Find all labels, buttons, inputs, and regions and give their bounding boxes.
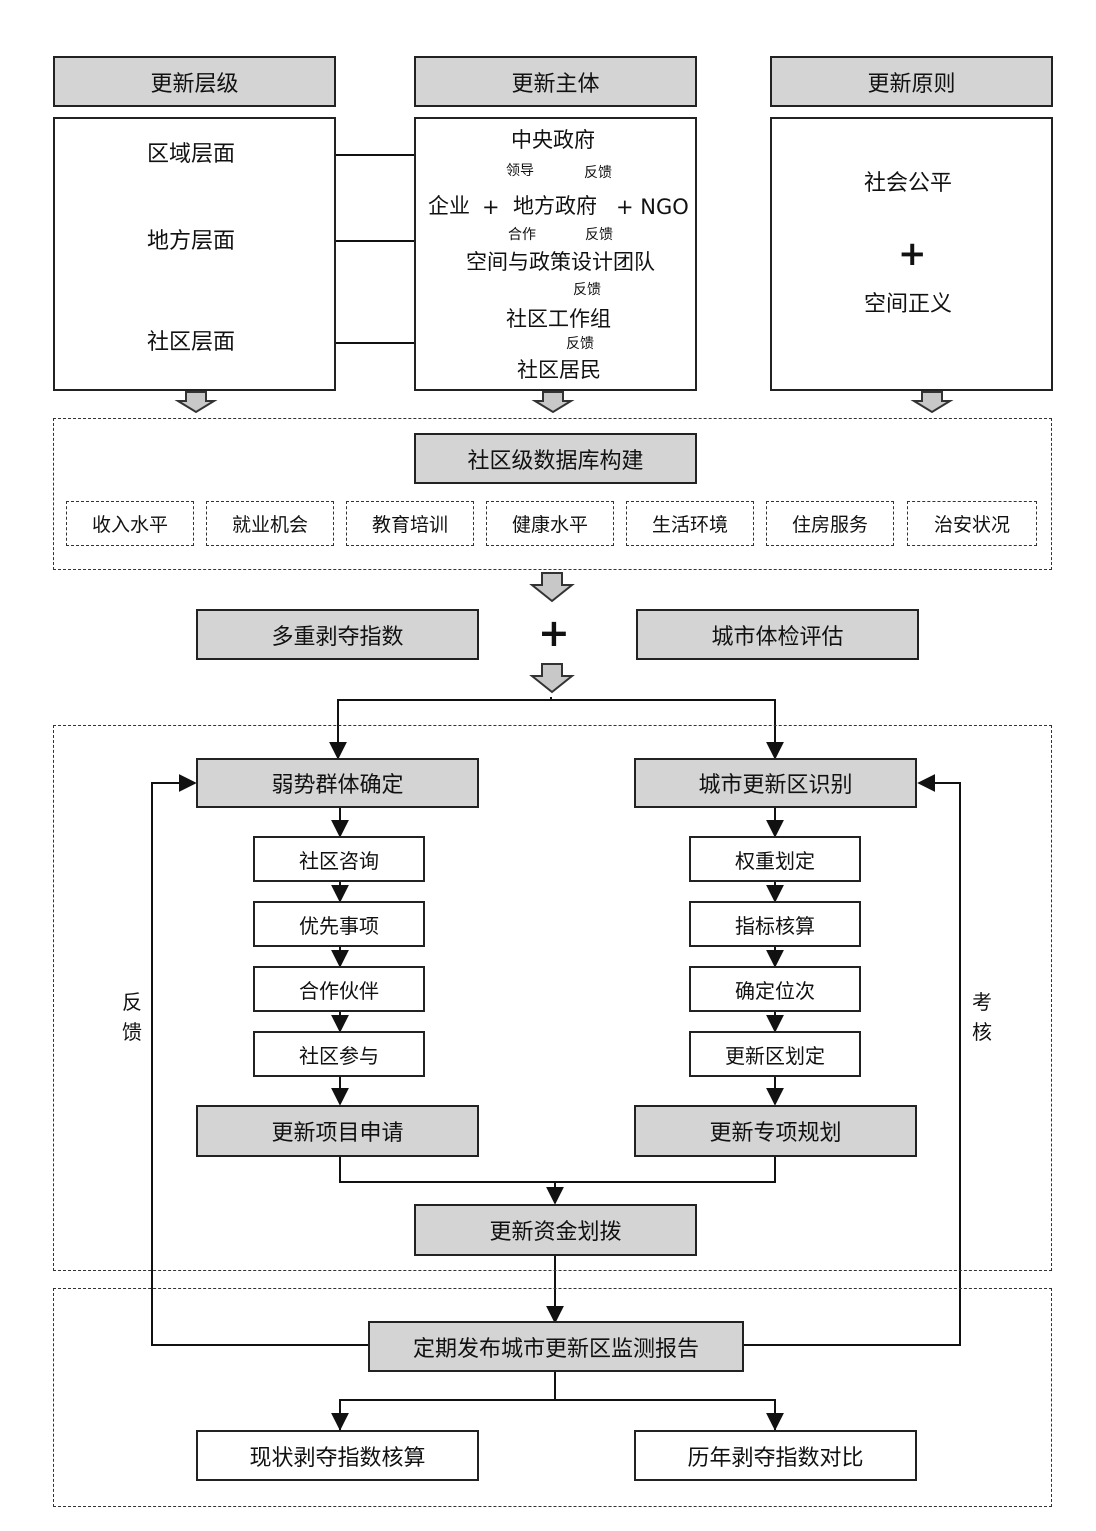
feedback-loop-label: 反 馈 bbox=[120, 987, 144, 1047]
level-community: 社区层面 bbox=[147, 330, 236, 355]
feedback-char-2: 馈 bbox=[122, 1020, 142, 1044]
assess-char-2: 核 bbox=[972, 1020, 992, 1044]
monitoring-section bbox=[53, 1288, 1052, 1507]
assess-loop-label: 考 核 bbox=[970, 987, 994, 1047]
central-government: 中央政府 bbox=[511, 128, 595, 152]
levels-panel bbox=[53, 117, 336, 391]
funding-allocation: 更新资金划拨 bbox=[414, 1204, 697, 1256]
db-item-health: 健康水平 bbox=[486, 501, 614, 546]
spatial-justice: 空间正义 bbox=[864, 292, 953, 317]
right-step-ranking: 确定位次 bbox=[689, 966, 861, 1012]
right-step-weights: 权重划定 bbox=[689, 836, 861, 882]
principles-plus: + bbox=[898, 234, 927, 274]
principles-header: 更新原则 bbox=[770, 56, 1053, 107]
indices-plus: + bbox=[538, 611, 570, 655]
city-checkup: 城市体检评估 bbox=[636, 609, 919, 660]
db-item-security: 治安状况 bbox=[907, 501, 1037, 546]
left-step-priorities: 优先事项 bbox=[253, 901, 425, 947]
deprivation-index: 多重剥夺指数 bbox=[196, 609, 479, 660]
subjects-header: 更新主体 bbox=[414, 56, 697, 107]
historic-deprivation-compare: 历年剥夺指数对比 bbox=[634, 1430, 917, 1481]
enterprise: 企业 bbox=[428, 194, 470, 218]
social-fairness: 社会公平 bbox=[864, 171, 953, 196]
community-work-group: 社区工作组 bbox=[506, 307, 611, 331]
db-item-education: 教育培训 bbox=[346, 501, 474, 546]
db-item-income: 收入水平 bbox=[66, 501, 194, 546]
db-item-housing: 住房服务 bbox=[766, 501, 894, 546]
feedback-char-1: 反 bbox=[122, 990, 142, 1014]
principles-panel bbox=[770, 117, 1053, 391]
database-title: 社区级数据库构建 bbox=[414, 433, 697, 484]
renewal-area-identification: 城市更新区识别 bbox=[634, 758, 917, 808]
left-step-consult: 社区咨询 bbox=[253, 836, 425, 882]
feedback-label-3: 反馈 bbox=[573, 282, 601, 298]
feedback-label-1: 反馈 bbox=[584, 165, 612, 181]
design-team: 空间与政策设计团队 bbox=[466, 250, 655, 274]
ngo: + NGO bbox=[616, 195, 689, 219]
local-government: 地方政府 bbox=[513, 194, 597, 218]
right-step-delineation: 更新区划定 bbox=[689, 1031, 861, 1077]
left-step-partners: 合作伙伴 bbox=[253, 966, 425, 1012]
current-deprivation-calc: 现状剥夺指数核算 bbox=[196, 1430, 479, 1481]
feedback-label-2: 反馈 bbox=[585, 227, 613, 243]
project-application: 更新项目申请 bbox=[196, 1105, 479, 1157]
db-item-employment: 就业机会 bbox=[206, 501, 334, 546]
db-item-living: 生活环境 bbox=[626, 501, 754, 546]
assess-char-1: 考 bbox=[972, 990, 992, 1014]
level-regional: 区域层面 bbox=[147, 142, 236, 167]
special-planning: 更新专项规划 bbox=[634, 1105, 917, 1157]
disadvantaged-groups: 弱势群体确定 bbox=[196, 758, 479, 808]
plus-enterprise: + bbox=[482, 195, 500, 219]
process-section bbox=[53, 725, 1052, 1271]
database-section bbox=[53, 418, 1052, 570]
level-local: 地方层面 bbox=[147, 229, 236, 254]
feedback-label-4: 反馈 bbox=[566, 336, 594, 352]
cooperate-label: 合作 bbox=[508, 227, 536, 243]
left-step-participation: 社区参与 bbox=[253, 1031, 425, 1077]
levels-header: 更新层级 bbox=[53, 56, 336, 107]
monitoring-report: 定期发布城市更新区监测报告 bbox=[368, 1321, 744, 1372]
lead-label: 领导 bbox=[506, 163, 534, 179]
community-residents: 社区居民 bbox=[517, 358, 601, 382]
subjects-panel bbox=[414, 117, 697, 391]
right-step-indicators: 指标核算 bbox=[689, 901, 861, 947]
